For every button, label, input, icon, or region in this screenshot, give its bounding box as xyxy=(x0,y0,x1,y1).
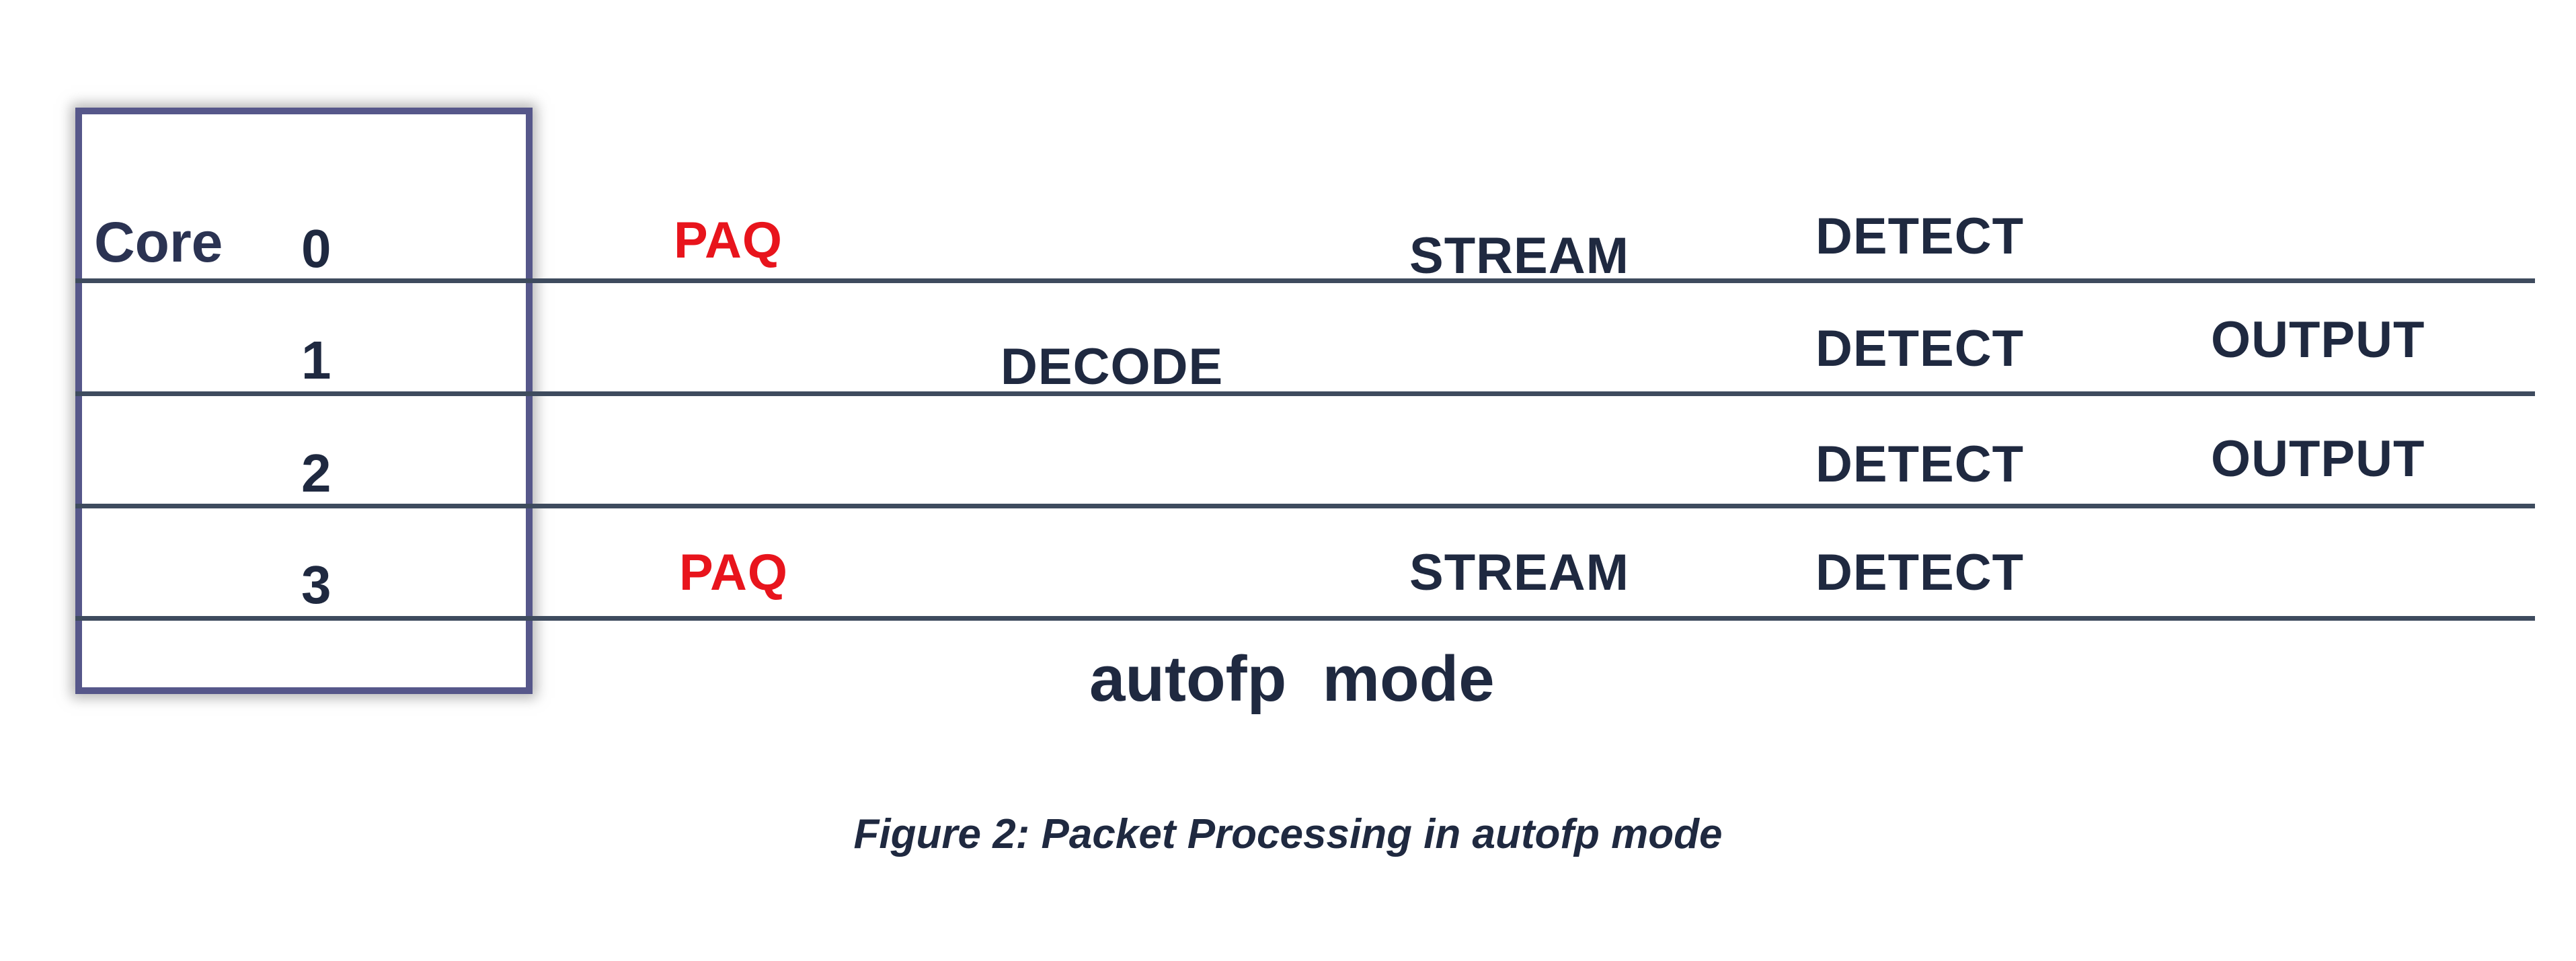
stage-detect-core-3: DETECT xyxy=(1816,544,2024,601)
mode-title: autofp mode xyxy=(1089,643,1495,715)
core-box xyxy=(75,108,533,694)
row-separator-3 xyxy=(75,616,2535,621)
core-label: Core xyxy=(94,210,223,274)
stage-paq-core-3: PAQ xyxy=(679,544,789,601)
row-separator-0 xyxy=(75,278,2535,283)
core-number-2: 2 xyxy=(301,443,331,503)
core-number-1: 1 xyxy=(301,330,331,390)
stage-detect-core-0: DETECT xyxy=(1816,208,2024,265)
core-number-3: 3 xyxy=(301,555,331,615)
stage-stream-core-3: STREAM xyxy=(1409,544,1629,601)
row-separator-2 xyxy=(75,504,2535,508)
stage-paq-core-0: PAQ xyxy=(674,212,783,269)
stage-output-core-2: OUTPUT xyxy=(2211,430,2425,488)
core-number-0: 0 xyxy=(301,219,331,278)
stage-detect-core-1: DETECT xyxy=(1816,320,2024,377)
row-separator-1 xyxy=(75,391,2535,396)
stage-output-core-1: OUTPUT xyxy=(2211,311,2425,369)
stage-stream-core-0: STREAM xyxy=(1409,227,1629,284)
stage-decode-core-1: DECODE xyxy=(1001,338,1224,395)
stage-detect-core-2: DETECT xyxy=(1816,436,2024,493)
figure-caption: Figure 2: Packet Processing in autofp mo… xyxy=(853,811,1723,857)
